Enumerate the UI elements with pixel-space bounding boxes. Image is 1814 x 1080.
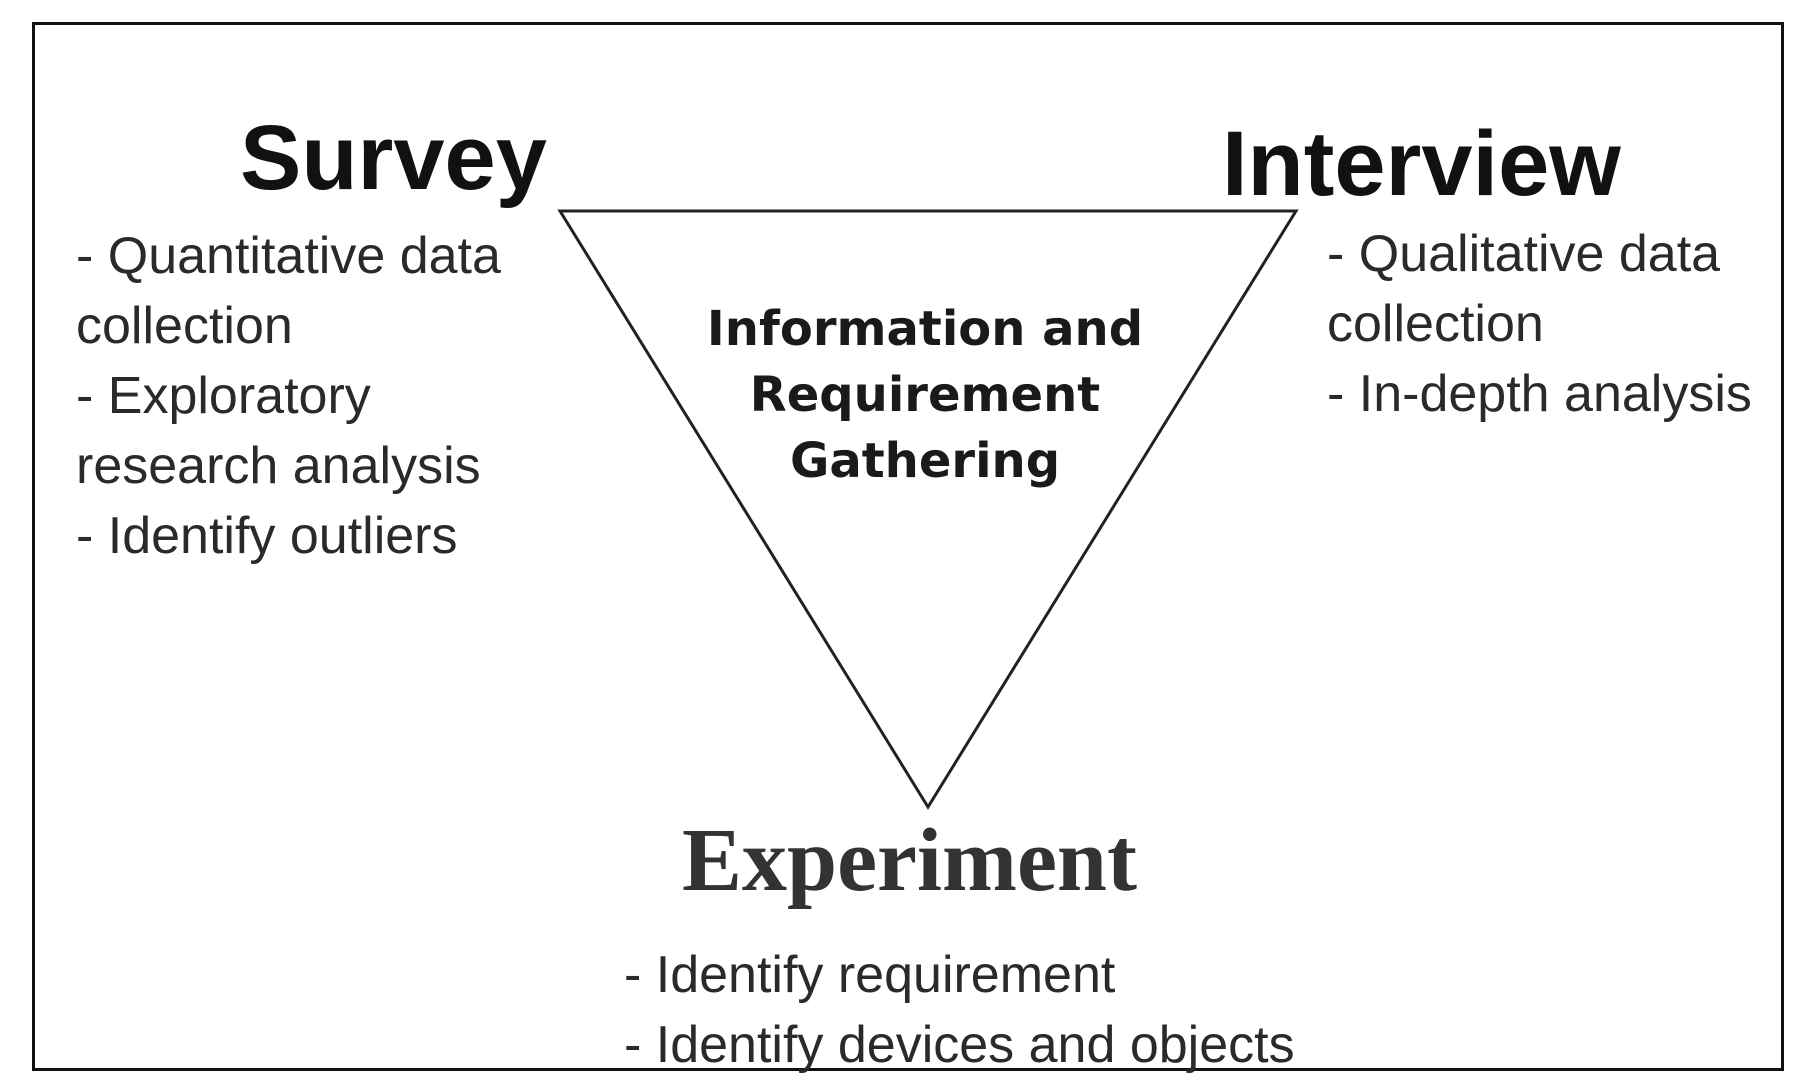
survey-item-exploratory: - Exploratory research analysis xyxy=(76,367,481,495)
experiment-item-requirement: - Identify requirement xyxy=(624,946,1116,1004)
experiment-title: Experiment xyxy=(682,811,1137,910)
experiment-item-devices: - Identify devices and objects xyxy=(624,1016,1295,1074)
survey-item-quantitative: - Quantitative data collection xyxy=(76,227,501,355)
interview-item-in-depth: - In-depth analysis xyxy=(1327,365,1752,423)
center-label-line-1: Information and xyxy=(706,301,1144,357)
experiment-items: - Identify requirement - Identify device… xyxy=(624,940,1774,1080)
center-label-line-2: Requirement xyxy=(749,367,1101,423)
interview-title: Interview xyxy=(1222,113,1621,215)
survey-title: Survey xyxy=(240,107,547,209)
center-label-line-3: Gathering xyxy=(789,433,1061,489)
diagram-frame xyxy=(32,22,1784,1071)
center-label: Information and Requirement Gathering xyxy=(690,296,1160,494)
interview-item-qualitative: - Qualitative data collection xyxy=(1327,225,1721,353)
triangle-shape xyxy=(557,209,1299,810)
survey-items: - Quantitative data collection - Explora… xyxy=(76,221,576,571)
interview-items: - Qualitative data collection - In-depth… xyxy=(1327,219,1787,429)
survey-item-outliers: - Identify outliers xyxy=(76,507,458,565)
